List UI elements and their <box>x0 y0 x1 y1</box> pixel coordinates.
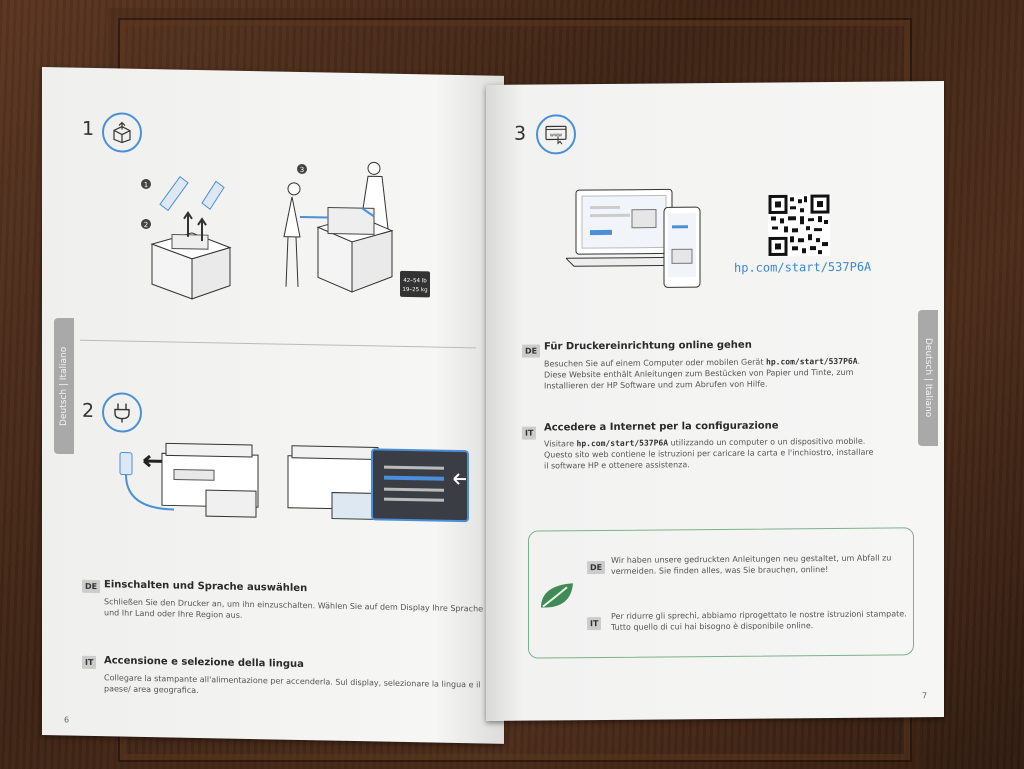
power-plug-icon <box>102 392 142 433</box>
de-body-url[interactable]: hp.com/start/537P6A <box>766 356 858 367</box>
it-language-badge: IT <box>82 655 97 670</box>
eco-de-badge: DE <box>587 560 606 575</box>
section-divider <box>80 339 476 349</box>
page-number-left: 6 <box>64 715 70 725</box>
setup-url-link[interactable]: hp.com/start/537P6A <box>734 259 872 275</box>
step-1-number: 1 <box>82 117 95 141</box>
printer-power-illustration <box>119 442 469 523</box>
de-section-body: Besuchen Sie auf einem Computer oder mob… <box>544 356 874 392</box>
de-language-badge: DE <box>82 579 101 594</box>
leaf-icon <box>541 583 573 608</box>
eco-de-text: Wir haben unsere gedruckten Anleitungen … <box>611 553 892 576</box>
right-page: 3 www hp.com/start/537P6A <box>486 81 944 721</box>
eco-notice-box: DE Wir haben unsere gedruckten Anleitung… <box>528 527 914 659</box>
eco-it-badge: IT <box>587 616 602 631</box>
step-marker-1: 1 <box>144 181 148 189</box>
box-unpack-icon <box>102 112 142 153</box>
step-3-number: 3 <box>514 122 527 145</box>
de-section-body: Schließen Sie den Drucker an, um ihn ein… <box>104 597 484 620</box>
it-section-body: Visitare hp.com/start/537P6A utilizzando… <box>544 436 874 472</box>
de-body-pre: Besuchen Sie auf einem Computer oder mob… <box>544 357 766 369</box>
unboxing-illustration: 1 2 3 42–54 lb 19–25 kg <box>141 161 430 300</box>
language-side-tab-left: Deutsch | Italiano <box>54 318 74 454</box>
de-section-heading: Für Druckereinrichtung online gehen <box>544 339 752 353</box>
qr-code-image <box>768 193 830 257</box>
de-language-badge: DE <box>522 344 541 358</box>
left-page: 1 1 2 3 42–54 lb 19–25 kg 2 <box>42 67 504 744</box>
page-number-right: 7 <box>922 691 928 701</box>
step-marker-3: 3 <box>300 166 304 174</box>
language-side-tab-right: Deutsch | Italiano <box>918 310 938 446</box>
weight-badge-kg: 19–25 kg <box>402 287 427 293</box>
svg-text:www: www <box>550 132 562 138</box>
de-section-heading: Einschalten und Sprache auswählen <box>104 579 308 595</box>
it-body-url[interactable]: hp.com/start/537P6A <box>576 438 669 449</box>
it-section-heading: Accensione e selezione della lingua <box>104 655 304 671</box>
eco-it-text: Per ridurre gli sprechi, abbiamo riproge… <box>611 609 907 632</box>
it-language-badge: IT <box>522 426 537 440</box>
it-section-body: Collegare la stampante all'alimentazione… <box>104 673 481 696</box>
it-body-pre: Visitare <box>544 439 577 449</box>
it-section-heading: Accedere a Internet per la configurazion… <box>544 420 779 434</box>
laptop-phone-illustration <box>566 188 701 288</box>
www-click-icon: www <box>536 114 576 155</box>
step-2-number: 2 <box>82 399 95 423</box>
step-marker-2: 2 <box>144 221 148 229</box>
weight-badge-lb: 42–54 lb <box>403 278 427 284</box>
